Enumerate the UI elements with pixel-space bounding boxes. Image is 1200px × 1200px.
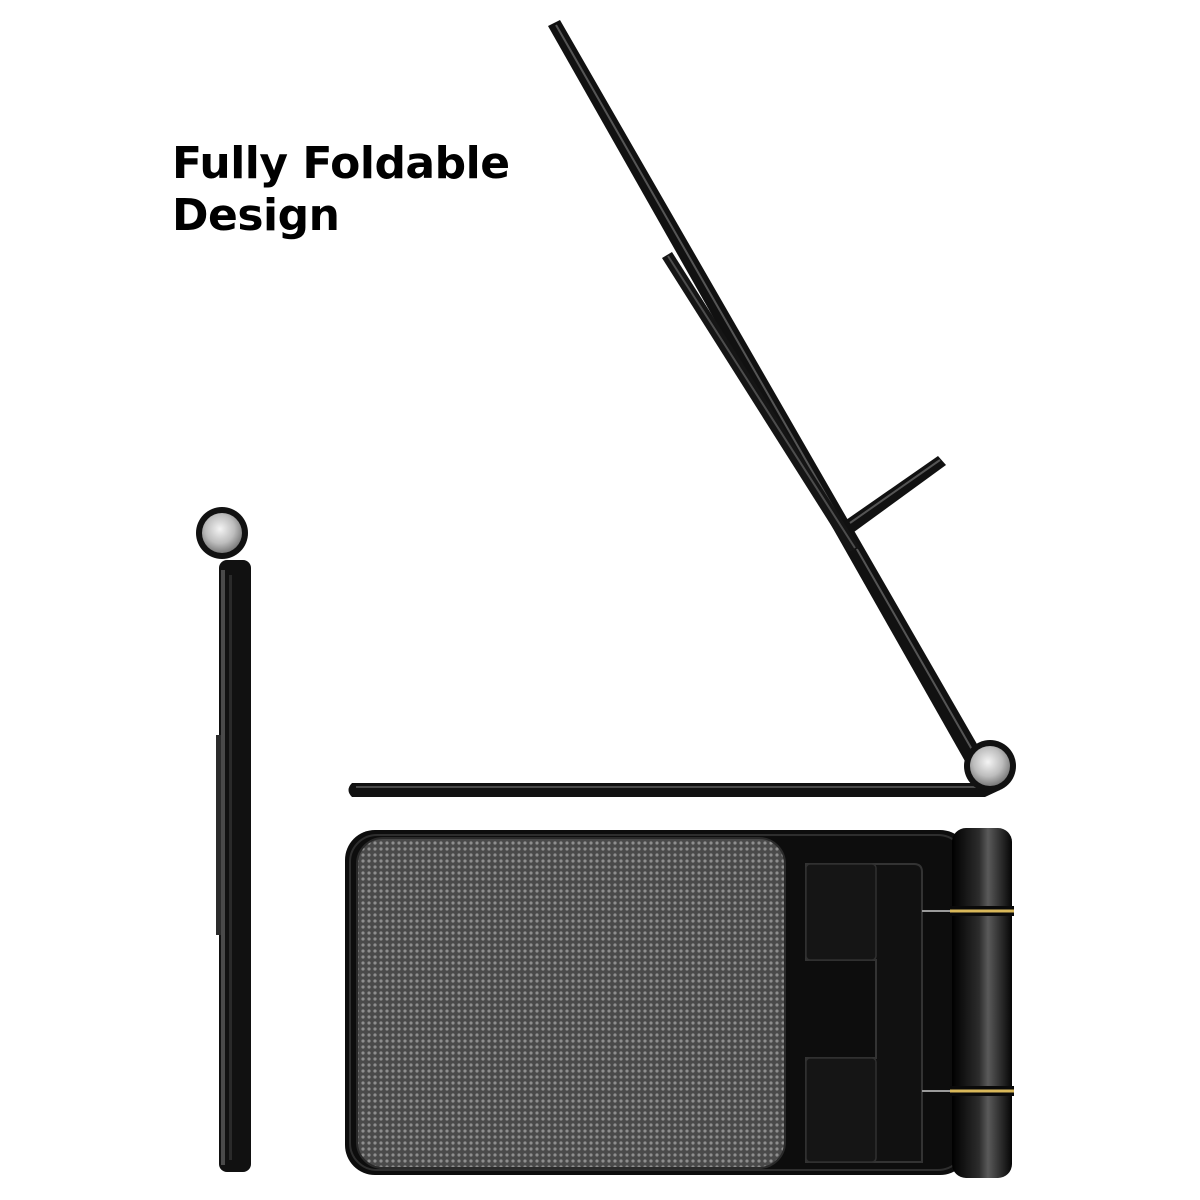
- stand-top-view: [345, 828, 1014, 1178]
- folded-stand-side-view: [196, 507, 251, 1172]
- open-hinge-knob: [970, 746, 1010, 786]
- headline: Fully Foldable Design: [172, 138, 510, 242]
- open-stand-base: [348, 783, 1000, 797]
- headline-line-1: Fully Foldable: [172, 138, 510, 189]
- folded-stand-edge-highlight: [221, 570, 225, 1165]
- open-stand-side-view: [348, 20, 1016, 797]
- folded-stand-body: [219, 560, 251, 1172]
- top-view-hinge: [952, 828, 1012, 1178]
- non-slip-mesh-pad: [357, 838, 785, 1168]
- open-stand-holder-lip: [846, 456, 946, 532]
- headline-line-2: Design: [172, 190, 340, 241]
- folded-hinge-knob: [202, 513, 242, 553]
